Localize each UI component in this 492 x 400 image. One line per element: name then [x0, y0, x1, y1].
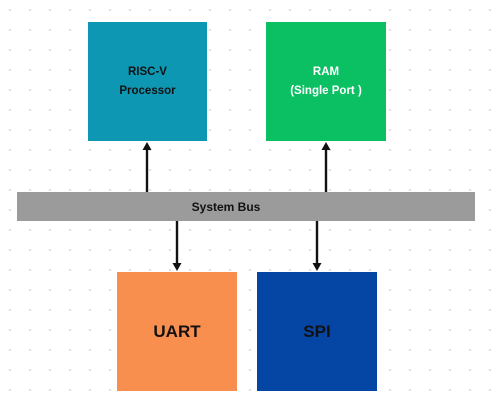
system-bus-bar: System Bus [17, 192, 475, 221]
ram-arrowhead-up-icon [321, 142, 331, 150]
uart-arrowhead-down-icon [172, 263, 182, 271]
ram-label-line1: RAM [312, 65, 340, 78]
spi-label: SPI [303, 321, 331, 341]
risc-v-processor-label-line1: RISC-V [128, 65, 167, 78]
uart-block: UART [117, 272, 237, 391]
spi-block: SPI [257, 272, 377, 391]
ram-block: RAM (Single Port ) [266, 22, 386, 141]
uart-label: UART [153, 321, 201, 341]
risc-v-processor-label-line2: Processor [119, 84, 176, 97]
ram-label-line2: (Single Port ) [290, 84, 362, 97]
system-bus-label: System Bus [191, 199, 261, 214]
risc-v-processor-block: RISC-V Processor [88, 22, 207, 141]
spi-arrowhead-down-icon [312, 263, 322, 271]
cpu-arrowhead-up-icon [142, 142, 152, 150]
